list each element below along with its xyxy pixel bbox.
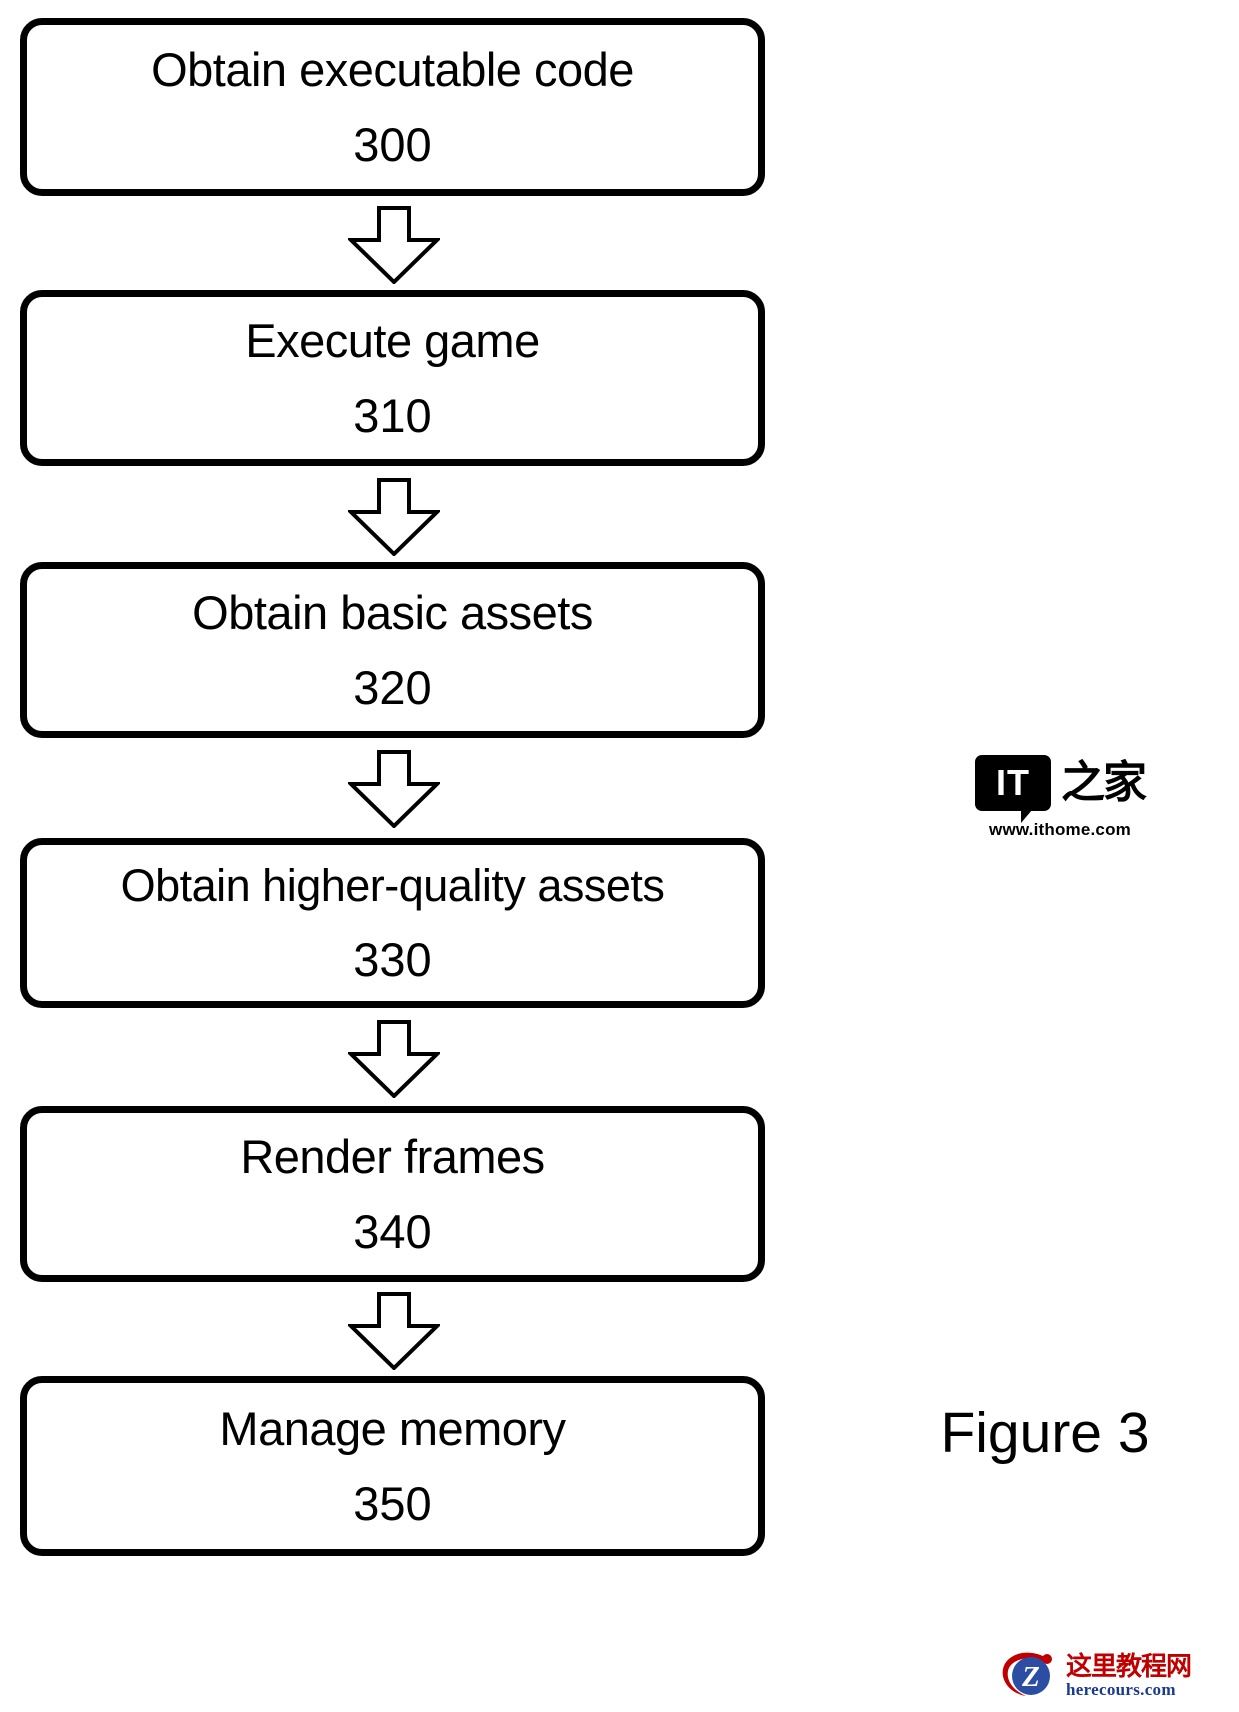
herecours-watermark: Z 这里教程网 herecours.com xyxy=(1000,1646,1238,1708)
down-arrow-icon xyxy=(348,750,440,828)
flow-step-number: 310 xyxy=(353,389,432,442)
flow-step-300: Obtain executable code 300 xyxy=(20,18,765,196)
herecours-text-block: 这里教程网 herecours.com xyxy=(1066,1652,1192,1700)
flow-step-number: 320 xyxy=(353,661,432,714)
flow-step-320: Obtain basic assets 320 xyxy=(20,562,765,738)
ithome-url: www.ithome.com xyxy=(989,820,1131,839)
flow-step-340: Render frames 340 xyxy=(20,1106,765,1282)
flow-step-310: Execute game 310 xyxy=(20,290,765,466)
ithome-logo: IT 之家 xyxy=(960,752,1160,823)
flow-step-number: 340 xyxy=(353,1205,432,1258)
flow-step-330: Obtain higher-quality assets 330 xyxy=(20,838,765,1008)
figure-caption: Figure 3 xyxy=(940,1401,1150,1465)
down-arrow-icon xyxy=(348,1292,440,1370)
ithome-speech-bubble-icon: IT xyxy=(975,755,1051,823)
flow-step-350: Manage memory 350 xyxy=(20,1376,765,1556)
flow-step-label: Manage memory xyxy=(219,1401,566,1455)
down-arrow-icon xyxy=(348,478,440,556)
flow-step-label: Execute game xyxy=(245,313,540,367)
ithome-watermark: IT 之家 www.ithome.com xyxy=(960,752,1160,840)
flow-step-label: Render frames xyxy=(240,1129,545,1183)
down-arrow-icon xyxy=(348,1020,440,1098)
ithome-cn-name: 之家 xyxy=(1061,757,1147,808)
flow-step-label: Obtain higher-quality assets xyxy=(120,859,665,911)
flow-step-number: 350 xyxy=(353,1477,432,1530)
flow-step-label: Obtain basic assets xyxy=(192,585,593,639)
herecours-cn-name: 这里教程网 xyxy=(1066,1652,1192,1682)
down-arrow-icon xyxy=(348,206,440,284)
flow-step-label: Obtain executable code xyxy=(151,42,634,96)
flow-step-number: 300 xyxy=(353,118,432,171)
herecours-url: herecours.com xyxy=(1066,1680,1176,1700)
ithome-mark-label: IT xyxy=(996,762,1030,803)
flowchart: Obtain executable code 300 Execute game … xyxy=(20,0,770,1712)
flow-step-number: 330 xyxy=(353,932,432,986)
herecours-orbit-z-icon: Z xyxy=(1000,1649,1060,1705)
svg-text:Z: Z xyxy=(1021,1661,1040,1693)
